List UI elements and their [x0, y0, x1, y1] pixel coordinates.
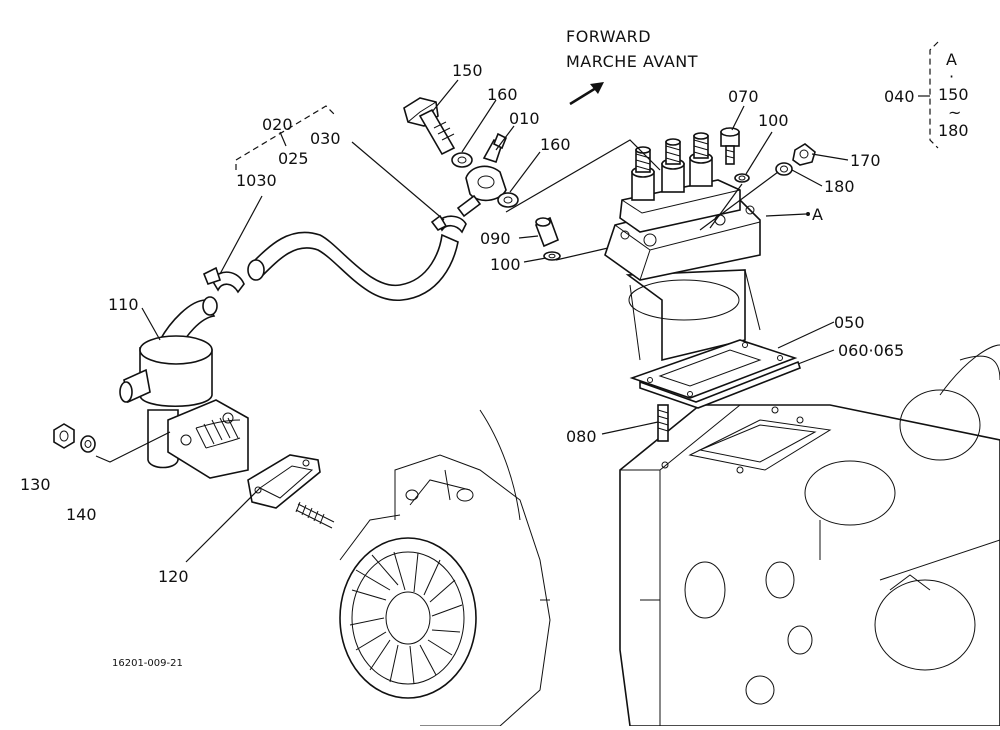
bracket-020	[235, 105, 337, 170]
point-a-label: A	[812, 205, 823, 224]
hose-clip-030-left	[202, 266, 245, 294]
part-label-080: 080	[566, 427, 597, 446]
group-key-tilde: ~	[948, 103, 961, 122]
bracket-040	[929, 41, 939, 149]
nut-130	[53, 423, 75, 449]
part-label-170: 170	[850, 151, 881, 170]
banjo-bolt-150	[403, 97, 456, 156]
gasket-120	[247, 454, 321, 509]
washer-140	[80, 435, 96, 453]
part-label-040: 040	[884, 87, 915, 106]
stud-080	[657, 404, 669, 442]
feed-pump-110	[119, 296, 249, 479]
part-label-120: 120	[158, 567, 189, 586]
group-key-a: A	[946, 50, 957, 69]
group-key-dot: ·	[949, 67, 954, 86]
part-label-1030: 1030	[236, 171, 277, 190]
pump-gaskets	[629, 339, 801, 409]
hose-clip-030	[430, 214, 467, 234]
drawing-reference: 16201-009-21	[112, 658, 183, 669]
part-label-100-upper: 100	[758, 111, 789, 130]
part-label-150: 150	[452, 61, 483, 80]
engine-block	[619, 344, 1000, 727]
part-label-090: 090	[480, 229, 511, 248]
part-label-140: 140	[66, 505, 97, 524]
part-label-100-lower: 100	[490, 255, 521, 274]
forward-arrow-icon	[569, 82, 604, 106]
washer-160-bottom	[497, 192, 519, 208]
point-a-dot	[806, 212, 810, 216]
part-label-110: 110	[108, 295, 139, 314]
part-label-010: 010	[509, 109, 540, 128]
forward-label: FORWARD	[566, 27, 651, 46]
fuel-hose-025	[247, 231, 459, 301]
bolt-070	[720, 127, 750, 183]
leader-lines	[95, 79, 930, 563]
part-label-020: 020	[262, 115, 293, 134]
part-label-025: 025	[278, 149, 309, 168]
gear-case	[339, 409, 551, 727]
joint-010	[456, 132, 508, 218]
part-label-180: 180	[824, 177, 855, 196]
part-label-070: 070	[728, 87, 759, 106]
group-key-180: 180	[938, 121, 969, 140]
part-label-160-lower: 160	[540, 135, 571, 154]
part-label-160-top: 160	[487, 85, 518, 104]
part-label-050: 050	[834, 313, 865, 332]
group-key-150: 150	[938, 85, 969, 104]
part-label-030: 030	[310, 129, 341, 148]
marche-avant-label: MARCHE AVANT	[566, 52, 698, 71]
part-label-130: 130	[20, 475, 51, 494]
part-label-060-065: 060·065	[838, 341, 904, 360]
injection-pump	[604, 132, 761, 362]
screw-090	[534, 216, 561, 261]
washer-160-top	[451, 152, 473, 168]
stud	[295, 501, 335, 529]
plug-170	[775, 143, 816, 176]
